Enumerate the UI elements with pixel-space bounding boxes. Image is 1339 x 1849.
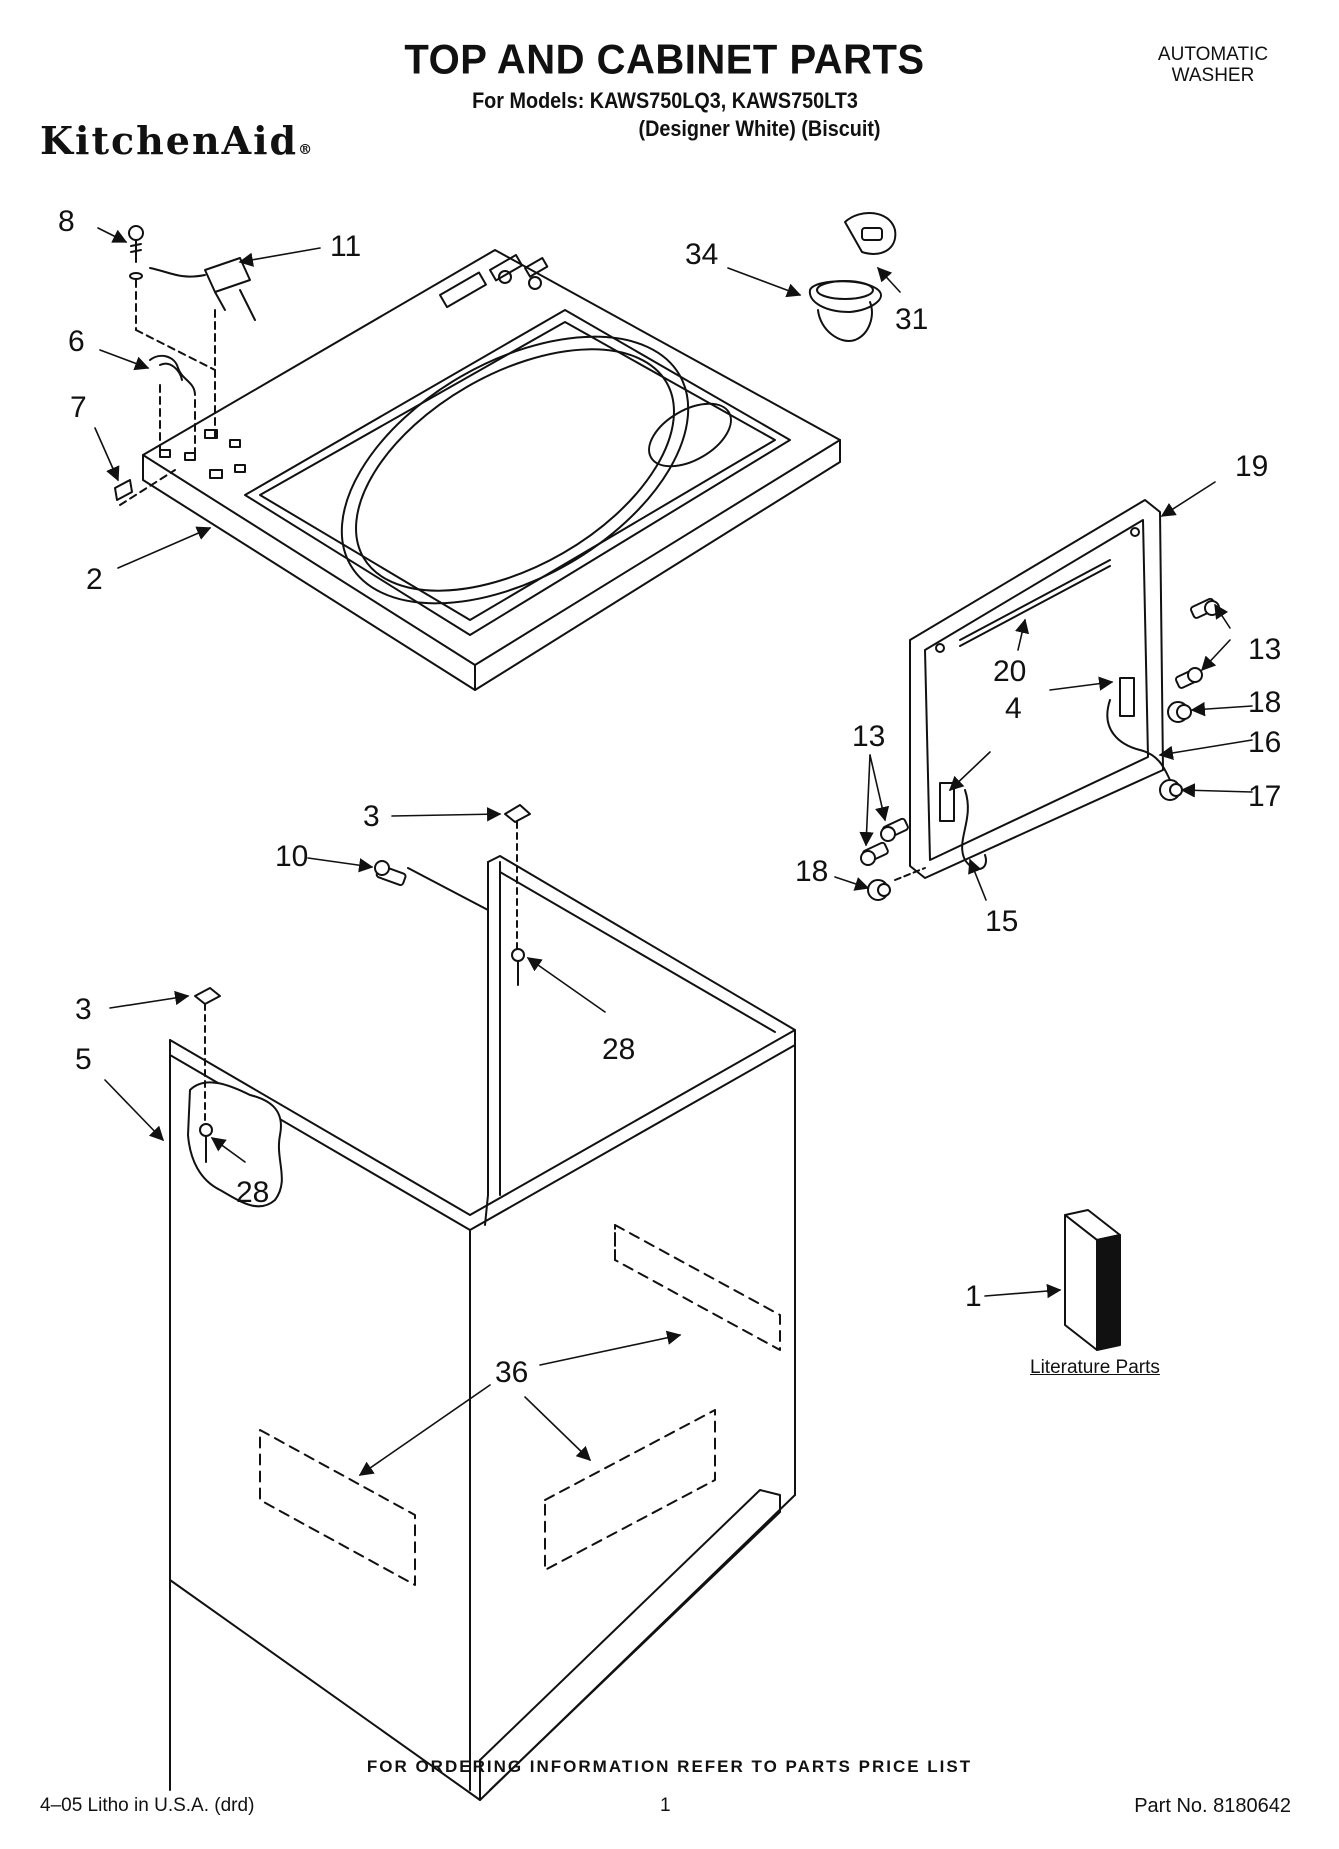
literature-book xyxy=(1064,1209,1121,1351)
dashed-pads-36 xyxy=(259,1224,781,1586)
callout-5: 5 xyxy=(75,1043,92,1076)
callout-31: 31 xyxy=(895,303,929,336)
callout-18-right: 18 xyxy=(1248,686,1282,719)
callout-3-left: 3 xyxy=(75,993,92,1026)
brand-logo: KitchenAid® xyxy=(40,118,314,163)
fill-cap-part xyxy=(808,211,897,342)
leader-arrows xyxy=(94,227,1253,1476)
small-parts-cabinet xyxy=(194,804,531,1163)
callout-15: 15 xyxy=(985,905,1019,938)
appliance-type: AUTOMATIC WASHER xyxy=(1133,44,1293,86)
callout-6: 6 xyxy=(68,325,85,358)
rear-panel-frame xyxy=(909,499,1164,879)
top-panel xyxy=(142,249,841,691)
appliance-type-line1: AUTOMATIC xyxy=(1157,44,1269,65)
callout-36: 36 xyxy=(495,1356,529,1389)
callout-20: 20 xyxy=(993,655,1027,688)
appliance-type-line2: WASHER xyxy=(1171,65,1255,86)
callout-34: 34 xyxy=(685,238,719,271)
models-line: For Models: KAWS750LQ3, KAWS750LT3 xyxy=(472,88,858,113)
screw-10-leader xyxy=(407,867,489,911)
screws-13-18-17 xyxy=(860,597,1220,901)
cabinet-cutaway xyxy=(187,1081,283,1208)
callout-3-top: 3 xyxy=(363,800,380,833)
cabinet xyxy=(169,855,796,1801)
clip-7 xyxy=(114,479,133,501)
hinge-clip-6 xyxy=(149,354,196,396)
callout-1: 1 xyxy=(965,1280,982,1313)
callout-10: 10 xyxy=(275,840,309,873)
brand-registered-mark: ® xyxy=(298,142,315,158)
assembly-lines-top xyxy=(119,279,216,506)
callout-4: 4 xyxy=(1005,692,1022,725)
callout-11: 11 xyxy=(330,230,362,263)
ordering-note: FOR ORDERING INFORMATION REFER TO PARTS … xyxy=(366,1757,973,1776)
litho-note: 4–05 Litho in U.S.A. (drd) xyxy=(40,1795,255,1816)
callout-2: 2 xyxy=(86,563,103,596)
literature-parts-label: Literature Parts xyxy=(1030,1357,1160,1378)
assembly-lines-cabinet xyxy=(204,821,518,1126)
brackets-4 xyxy=(939,677,1135,822)
callout-8: 8 xyxy=(58,205,75,238)
part-number: Part No. 8180642 xyxy=(1134,1795,1291,1817)
callout-18-left: 18 xyxy=(795,855,829,888)
colors-line: (Designer White) (Biscuit) xyxy=(638,116,881,141)
wire-harness-15-16 xyxy=(961,699,1171,870)
callout-19: 19 xyxy=(1235,450,1269,483)
page-number: 1 xyxy=(660,1795,671,1816)
callout-17: 17 xyxy=(1248,780,1282,813)
callout-13-left: 13 xyxy=(852,720,886,753)
callout-28-cutaway: 28 xyxy=(236,1176,270,1209)
callout-16: 16 xyxy=(1248,726,1282,759)
page-title: TOP AND CABINET PARTS xyxy=(404,36,925,84)
callout-28-top: 28 xyxy=(602,1033,636,1066)
callout-7: 7 xyxy=(70,391,87,424)
brand-name: KitchenAid xyxy=(40,118,299,163)
screw-8 xyxy=(128,225,144,280)
callout-13-right: 13 xyxy=(1248,633,1282,666)
lid-switch-part xyxy=(149,257,256,321)
